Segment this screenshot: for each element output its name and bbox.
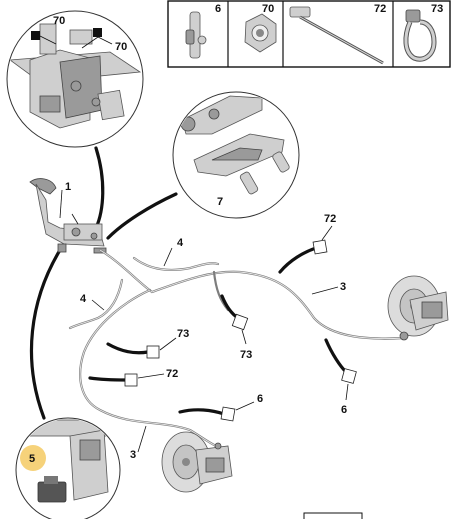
table-header-70: 70 [262, 3, 274, 15]
table-header-72: 72 [374, 3, 386, 15]
callout-7: 7 [217, 196, 223, 208]
callout-4-a: 4 [177, 237, 184, 249]
callout-70-a: 70 [53, 15, 65, 27]
clip-6-icon [185, 11, 207, 59]
cable-front-left: 4 [132, 237, 220, 271]
detail-grommet: 7 [172, 91, 300, 219]
rear-brake-left [161, 431, 233, 493]
highlight-marker [20, 445, 46, 471]
rear-brake-right [387, 275, 449, 341]
nut-marker-b-icon [93, 28, 102, 37]
switch-icon [37, 481, 67, 503]
cable-left-mid: 4 [68, 278, 124, 330]
callout-73-b: 73 [240, 349, 252, 361]
callout-70-b: 70 [115, 41, 127, 53]
nut-marker-a-icon [31, 31, 40, 40]
clip-72-top: 72 [278, 213, 336, 274]
table-header-6: 6 [215, 3, 221, 15]
callout-72-a: 72 [324, 213, 336, 225]
clip-72-icon [289, 6, 384, 65]
clip-73-right: 73 [220, 294, 252, 361]
callout-6-b: 6 [341, 404, 347, 416]
nut-70-icon [244, 13, 277, 53]
clip-6-right: 6 [324, 338, 357, 416]
cable-right: 3 [98, 248, 406, 340]
detail-leaders [29, 146, 178, 420]
parts-table: 6 70 72 73 [167, 0, 451, 68]
callout-3-b: 3 [130, 449, 136, 461]
callout-1: 1 [65, 181, 71, 193]
callout-3-a: 3 [340, 281, 346, 293]
detail-lever-mount: 70 70 [6, 10, 144, 148]
clip-73-mid: 73 [106, 328, 189, 359]
callout-73-a: 73 [177, 328, 189, 340]
clip-6-lower: 6 [178, 393, 263, 422]
callout-5: 5 [29, 453, 35, 465]
callout-4-b: 4 [80, 293, 87, 305]
clip-72-mid: 72 [88, 368, 178, 387]
bottom-frame [303, 512, 363, 519]
callout-72-b: 72 [166, 368, 178, 380]
cable-lower: 3 [79, 288, 218, 461]
table-header-73: 73 [431, 3, 443, 15]
handbrake-lever: 1 [29, 178, 107, 254]
clip-73-icon [403, 9, 437, 62]
detail-switch: 5 [15, 417, 121, 519]
callout-6-a: 6 [257, 393, 263, 405]
